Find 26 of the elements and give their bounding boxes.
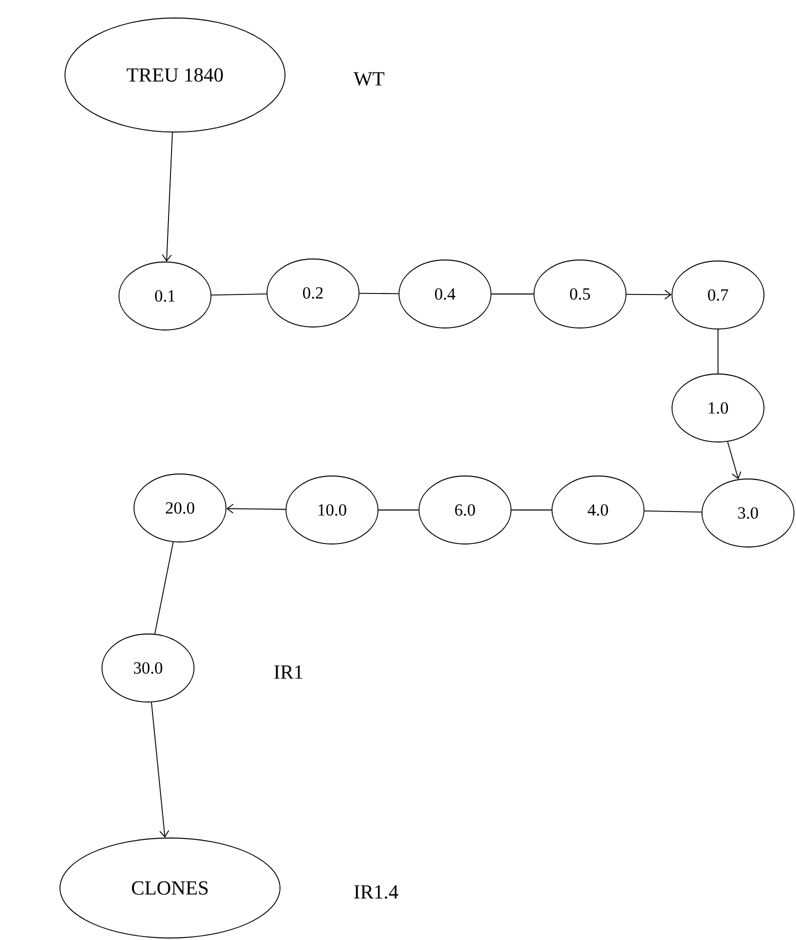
ellipse-node: 20.0: [134, 474, 226, 542]
connector: [226, 504, 286, 514]
connector: [210, 293, 268, 296]
ellipse-node: 10.0: [286, 476, 378, 544]
ellipse-node: 0.1: [118, 262, 212, 330]
side-label: WT: [354, 72, 384, 86]
ellipse-node: 0.4: [398, 260, 492, 328]
connector: [626, 290, 672, 300]
ellipse-node: 30.0: [102, 634, 194, 702]
ellipse-node: 1.0: [672, 374, 764, 442]
ellipse-node: 0.5: [534, 260, 626, 328]
ellipse-node: 4.0: [552, 476, 644, 544]
connector: [150, 702, 170, 838]
side-label: IR1.4: [354, 885, 398, 899]
ellipse-node: 0.2: [266, 258, 360, 328]
ellipse-node: CLONES: [60, 838, 280, 938]
connector: [727, 441, 742, 480]
ellipse-node: 3.0: [702, 478, 794, 548]
connector: [644, 510, 702, 513]
ellipse-node: 0.7: [672, 260, 764, 330]
connector: [162, 132, 173, 262]
side-label: IR1: [274, 665, 302, 679]
connector: [154, 542, 174, 634]
connector: [359, 292, 399, 294]
ellipse-node: 6.0: [418, 476, 512, 544]
ellipse-node: TREU 1840: [64, 18, 286, 132]
